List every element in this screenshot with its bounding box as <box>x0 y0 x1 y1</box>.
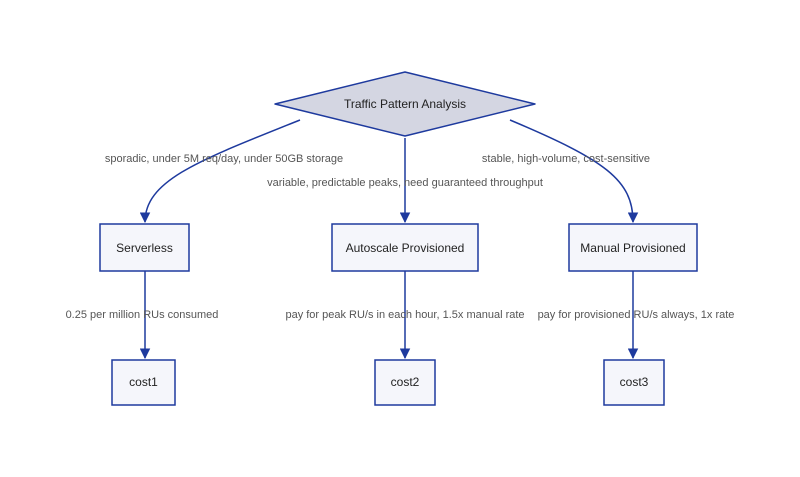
serverless-label: Serverless <box>116 241 173 255</box>
serverless-node <box>99 223 190 272</box>
condition-label-serverless: sporadic, under 5M req/day, under 50GB s… <box>105 153 343 165</box>
cost2-node <box>374 359 436 406</box>
condition-label-manual: stable, high-volume, cost-sensitive <box>482 153 650 165</box>
pricing-label-cost2: pay for peak RU/s in each hour, 1.5x man… <box>285 309 524 321</box>
decision-diamond <box>274 71 536 137</box>
cost3-node <box>603 359 665 406</box>
edge-decision-to-serverless <box>139 119 301 224</box>
pricing-label-cost1: 0.25 per million RUs consumed <box>66 309 219 321</box>
edge-decision-to-manual <box>509 119 639 224</box>
autoscale-provisioned-node <box>331 223 479 272</box>
cost1-node <box>111 359 176 406</box>
pricing-label-cost3: pay for provisioned RU/s always, 1x rate <box>538 309 735 321</box>
manual-provisioned-node <box>568 223 698 272</box>
manual-provisioned-label: Manual Provisioned <box>580 241 685 255</box>
decision-label: Traffic Pattern Analysis <box>344 97 466 111</box>
cost3-label: cost3 <box>620 375 649 389</box>
condition-label-autoscale: variable, predictable peaks, need guaran… <box>267 177 543 189</box>
autoscale-provisioned-label: Autoscale Provisioned <box>346 241 465 255</box>
cost2-label: cost2 <box>391 375 420 389</box>
cost1-label: cost1 <box>129 375 158 389</box>
